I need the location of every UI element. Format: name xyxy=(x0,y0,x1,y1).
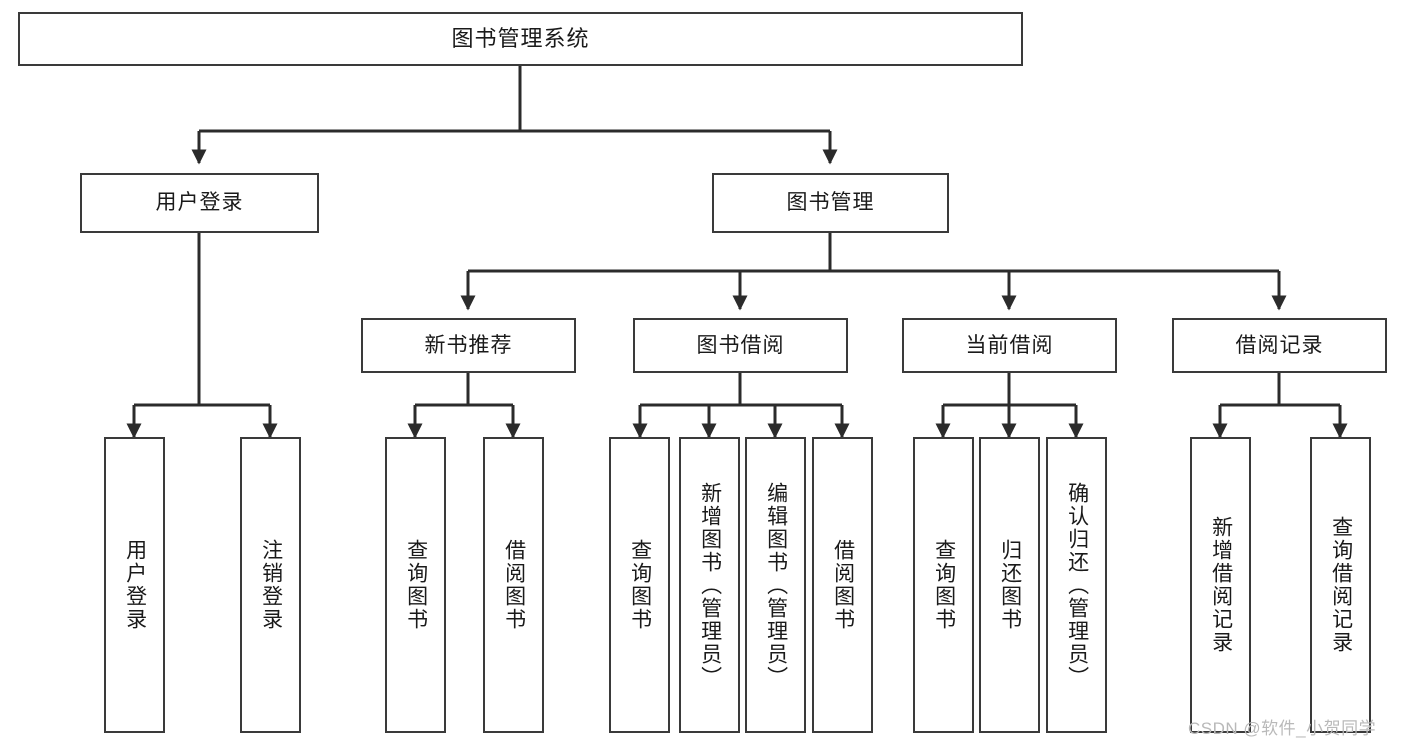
leaf-query-record[interactable]: 查询借阅记录 xyxy=(1310,437,1371,733)
node-label: 新增借阅记录 xyxy=(1209,516,1233,654)
node-label: 查询图书 xyxy=(628,539,652,631)
node-book-borrow[interactable]: 图书借阅 xyxy=(633,318,848,373)
leaf-user-login[interactable]: 用户登录 xyxy=(104,437,165,733)
leaf-logout-login[interactable]: 注销登录 xyxy=(240,437,301,733)
node-label: 注销登录 xyxy=(259,539,283,631)
leaf-query-book-1[interactable]: 查询图书 xyxy=(385,437,446,733)
node-label: 查询借阅记录 xyxy=(1329,516,1353,654)
node-label: 图书管理系统 xyxy=(451,25,590,51)
node-borrow-record[interactable]: 借阅记录 xyxy=(1172,318,1387,373)
leaf-return-book[interactable]: 归还图书 xyxy=(979,437,1040,733)
node-label: 借阅记录 xyxy=(1235,333,1324,357)
leaf-query-book-2[interactable]: 查询图书 xyxy=(609,437,670,733)
node-label: 借阅图书 xyxy=(831,539,855,631)
leaf-confirm-return[interactable]: 确认归还（管理员） xyxy=(1046,437,1107,733)
node-label: 用户登录 xyxy=(155,191,244,215)
leaf-add-record[interactable]: 新增借阅记录 xyxy=(1190,437,1251,733)
leaf-borrow-book-2[interactable]: 借阅图书 xyxy=(812,437,873,733)
leaf-add-book[interactable]: 新增图书（管理员） xyxy=(679,437,740,733)
leaf-borrow-book-1[interactable]: 借阅图书 xyxy=(483,437,544,733)
node-label: 编辑图书（管理员） xyxy=(764,481,788,689)
leaf-edit-book[interactable]: 编辑图书（管理员） xyxy=(745,437,806,733)
node-book-management[interactable]: 图书管理 xyxy=(712,173,949,233)
node-label: 当前借阅 xyxy=(965,333,1054,357)
leaf-query-book-3[interactable]: 查询图书 xyxy=(913,437,974,733)
node-label: 归还图书 xyxy=(998,539,1022,631)
node-label: 确认归还（管理员） xyxy=(1065,481,1089,689)
node-label: 查询图书 xyxy=(404,539,428,631)
node-root-system[interactable]: 图书管理系统 xyxy=(18,12,1023,66)
node-label: 新增图书（管理员） xyxy=(698,481,722,689)
node-user-login[interactable]: 用户登录 xyxy=(80,173,319,233)
node-label: 借阅图书 xyxy=(502,539,526,631)
node-label: 图书管理 xyxy=(786,191,875,215)
node-label: 用户登录 xyxy=(123,539,147,631)
node-label: 图书借阅 xyxy=(696,333,785,357)
node-label: 查询图书 xyxy=(932,539,956,631)
node-label: 新书推荐 xyxy=(424,333,513,357)
node-current-borrow[interactable]: 当前借阅 xyxy=(902,318,1117,373)
node-new-book-recommend[interactable]: 新书推荐 xyxy=(361,318,576,373)
csdn-watermark: CSDN @软件_小贺同学 xyxy=(1188,719,1377,738)
